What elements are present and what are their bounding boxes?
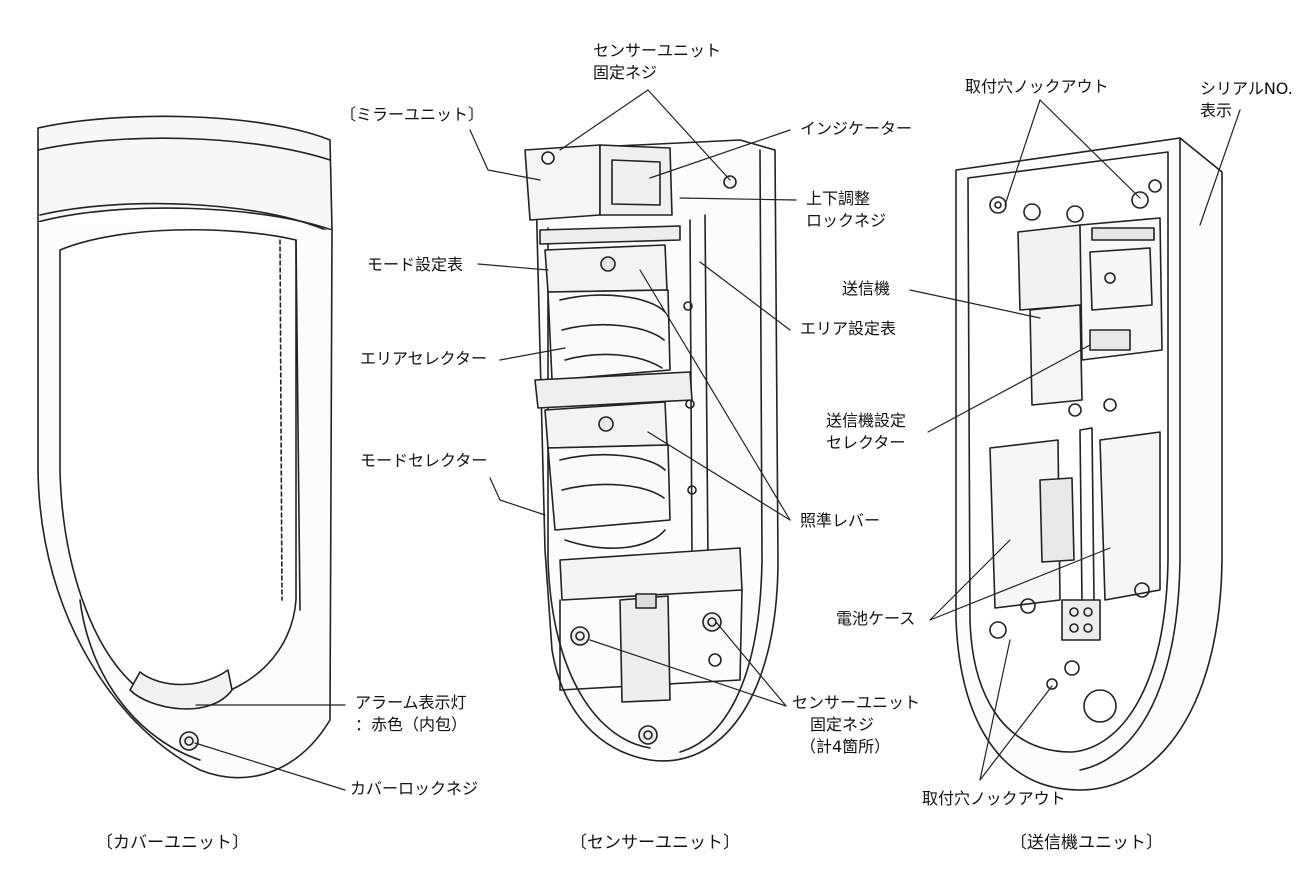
caption-transmitter-unit: 〔送信機ユニット〕 [1010, 833, 1163, 853]
label-sensor-top-screw-line2: 固定ネジ [593, 63, 658, 82]
transmitter-leader-lines [909, 99, 1241, 781]
label-alarm-lamp: アラーム表示灯 ：赤色（内包） [355, 692, 467, 736]
sensor-leader-lines [469, 89, 797, 707]
label-knockout-top: 取付穴ノックアウト [965, 77, 1109, 96]
label-vertical-lock-screw: 上下調整 ロックネジ [806, 188, 886, 232]
sensor-unit-drawing [524, 139, 779, 762]
label-sensor-top-screw: センサーユニット 固定ネジ [593, 40, 721, 84]
label-vertical-lock-line2: ロックネジ [806, 211, 887, 230]
label-knockout-bottom: 取付穴ノックアウト [922, 789, 1066, 808]
label-alarm-lamp-line2: ：赤色（内包） [355, 715, 468, 734]
label-battery-case: 電池ケース [836, 609, 916, 628]
caption-sensor-unit: 〔センサーユニット〕 [570, 833, 740, 853]
label-sensor-top-screw-line1: センサーユニット [593, 41, 722, 60]
label-aim-lever: 照準レバー [800, 511, 881, 530]
label-mode-selector: モードセレクター [360, 451, 488, 470]
label-sensor-bottom-screw: センサーユニット 固定ネジ （計4箇所） [792, 692, 920, 758]
label-indicator: インジケーター [800, 119, 913, 138]
label-serial-line1: シリアルNO. [1200, 79, 1293, 98]
label-mirror-unit: 〔ミラーユニット〕 [340, 105, 485, 124]
label-sensor-bottom-screw-line3: （計4箇所） [800, 737, 891, 756]
label-area-selector: エリアセレクター [360, 349, 488, 368]
label-serial-number: シリアルNO. 表示 [1200, 78, 1293, 122]
label-sensor-bottom-screw-line1: センサーユニット [792, 693, 921, 712]
label-mode-table: モード設定表 [367, 255, 464, 274]
label-cover-lock-screw: カバーロックネジ [350, 779, 479, 798]
label-sensor-bottom-screw-line2: 固定ネジ [810, 715, 875, 734]
label-tx-selector-line1: 送信機設定 [826, 411, 907, 430]
cover-unit-drawing [37, 115, 346, 791]
label-transmitter: 送信機 [842, 279, 891, 298]
transmitter-unit-drawing [955, 137, 1223, 791]
label-area-table: エリア設定表 [800, 319, 897, 338]
label-tx-selector: 送信機設定 セレクター [826, 410, 906, 454]
label-vertical-lock-line1: 上下調整 [806, 189, 871, 208]
label-serial-line2: 表示 [1200, 101, 1233, 120]
caption-cover-unit: 〔カバーユニット〕 [96, 833, 249, 853]
label-alarm-lamp-line1: アラーム表示灯 [355, 693, 467, 712]
label-tx-selector-line2: セレクター [826, 433, 906, 452]
